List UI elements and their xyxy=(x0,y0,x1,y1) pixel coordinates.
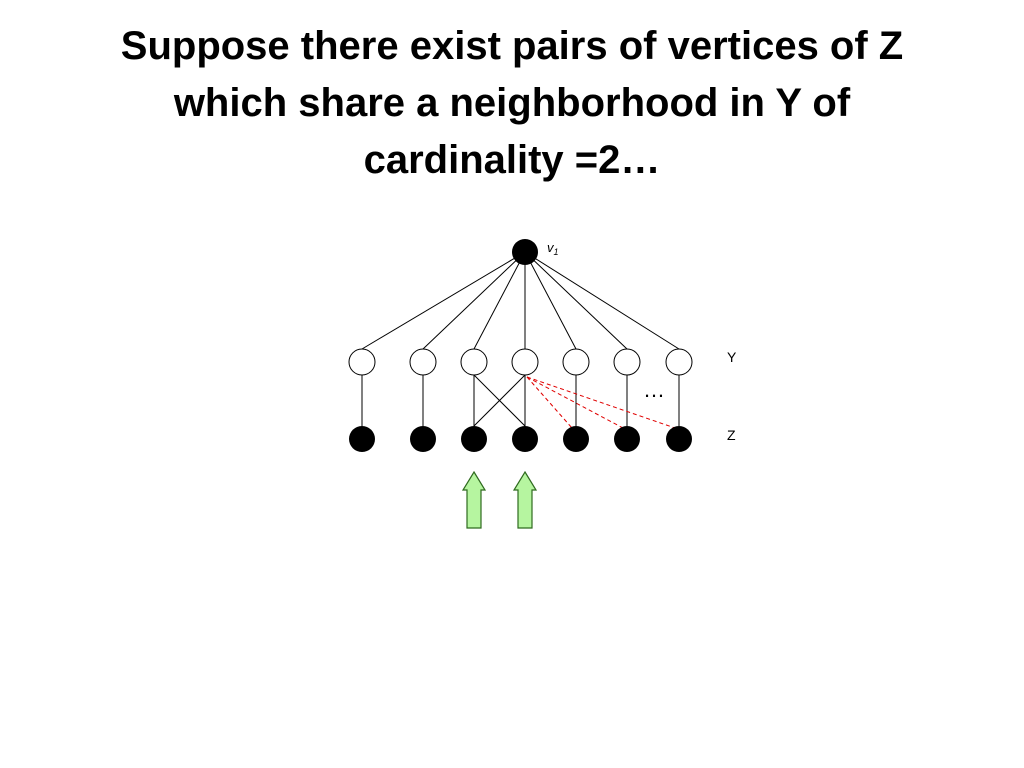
vertex-y4 xyxy=(511,348,539,376)
edges-layer xyxy=(361,251,680,429)
vertex-y5 xyxy=(562,348,590,376)
v1-label-subscript: 1 xyxy=(554,247,559,257)
vertex-z2 xyxy=(410,426,436,452)
ellipsis: … xyxy=(643,377,665,402)
vertex-y7 xyxy=(665,348,693,376)
labels-layer: v1 Y Z … xyxy=(547,240,737,443)
v1-label: v1 xyxy=(547,240,559,257)
arrows-layer xyxy=(461,470,538,529)
dashed-edge-y4-z6 xyxy=(526,376,624,429)
edge-v1-y2 xyxy=(422,251,526,350)
dashed-edge-y4-z7 xyxy=(526,376,676,429)
dashed-edge-y4-z5 xyxy=(526,376,573,429)
z-row-label: Z xyxy=(727,427,736,443)
v1-label-base: v xyxy=(547,240,555,255)
vertex-z5 xyxy=(563,426,589,452)
edge-v1-y7 xyxy=(524,251,680,350)
title-line-1: Suppose there exist pairs of vertices of… xyxy=(120,24,904,68)
vertex-y1 xyxy=(348,348,376,376)
up-arrow-1 xyxy=(461,470,487,529)
slide-title: Suppose there exist pairs of vertices of… xyxy=(60,18,964,189)
vertex-y3 xyxy=(460,348,488,376)
edge-v1-y6 xyxy=(524,251,628,350)
edge-v1-y3 xyxy=(473,251,526,350)
vertex-y2 xyxy=(409,348,437,376)
title-line-2: which share a neighborhood in Y of xyxy=(173,81,851,125)
edge-cross-y4-z3 xyxy=(473,374,526,427)
vertex-v1 xyxy=(512,239,538,265)
title-line-3: cardinality =2… xyxy=(363,138,661,182)
up-arrow-2 xyxy=(512,470,538,529)
vertex-z6 xyxy=(614,426,640,452)
vertex-z3 xyxy=(461,426,487,452)
edge-v1-y1 xyxy=(361,251,526,350)
vertex-z4 xyxy=(512,426,538,452)
vertex-z1 xyxy=(349,426,375,452)
edge-v1-y5 xyxy=(524,251,577,350)
y-row-label: Y xyxy=(727,349,737,365)
vertex-z7 xyxy=(666,426,692,452)
vertex-y6 xyxy=(613,348,641,376)
nodes-layer xyxy=(348,239,693,452)
